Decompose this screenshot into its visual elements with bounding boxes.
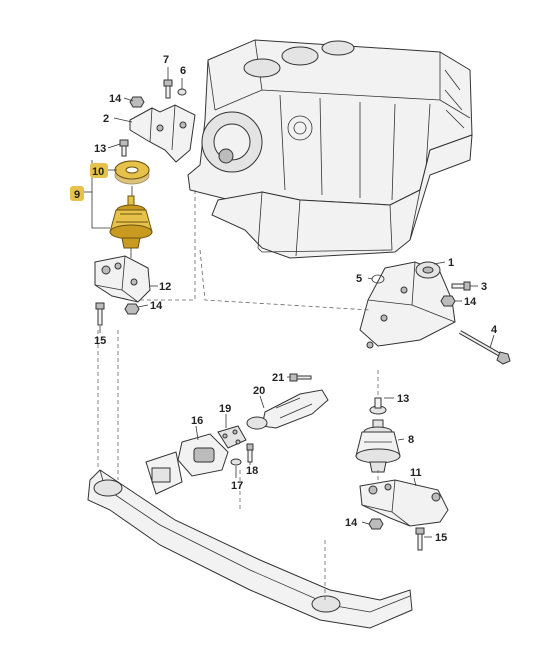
callout-17: 17 xyxy=(231,480,243,492)
callout-6: 6 xyxy=(180,65,186,77)
callout-16: 16 xyxy=(191,415,203,427)
part-4-long-bolt xyxy=(459,330,511,365)
part-9-engine-mount xyxy=(109,195,153,249)
callout-21: 21 xyxy=(272,372,284,384)
callout-labels: 7 6 14 2 13 10 9 12 14 15 1 5 3 14 4 13 … xyxy=(74,54,498,544)
part-1-bracket xyxy=(359,261,456,349)
part-13-bolt xyxy=(119,139,129,157)
part-2-bracket xyxy=(129,104,196,163)
callout-15: 15 xyxy=(94,335,106,347)
callout-4: 4 xyxy=(491,324,498,336)
callout-2: 2 xyxy=(103,113,109,125)
part-7-bolt xyxy=(163,67,173,99)
part-17-washer xyxy=(230,458,242,466)
callout-8: 8 xyxy=(408,434,414,446)
part-11-bracket xyxy=(359,479,449,527)
part-10-stop-washer xyxy=(114,160,150,185)
callout-9-highlight xyxy=(70,186,84,201)
callout-12: 12 xyxy=(159,281,171,293)
part-14-nut xyxy=(368,518,384,530)
callout-19: 19 xyxy=(219,403,231,415)
callout-10-highlight xyxy=(90,163,108,178)
callout-13: 13 xyxy=(94,143,106,155)
callout-3: 3 xyxy=(481,281,487,293)
part-13-washer xyxy=(369,397,387,415)
callout-14: 14 xyxy=(109,93,122,105)
callout-20: 20 xyxy=(253,385,265,397)
part-16-bracket xyxy=(177,433,229,477)
callout-5: 5 xyxy=(356,273,362,285)
assembly-guide-lines xyxy=(97,190,379,600)
part-15-bolt xyxy=(415,527,425,551)
part-20-torque-rod xyxy=(246,389,329,430)
callout-9: 9 xyxy=(74,189,80,201)
part-12-bracket xyxy=(94,255,151,303)
engine-block xyxy=(187,39,473,259)
part-3-bolt xyxy=(451,281,471,291)
callout-1: 1 xyxy=(448,257,454,269)
callout-14: 14 xyxy=(345,517,358,529)
callout-11: 11 xyxy=(410,467,422,479)
part-15-bolt xyxy=(95,302,105,326)
subframe xyxy=(87,451,413,629)
callout-15: 15 xyxy=(435,532,447,544)
callout-7: 7 xyxy=(163,54,169,66)
part-14-nut xyxy=(440,295,456,307)
part-19-bushing xyxy=(217,425,247,449)
part-14-nut xyxy=(129,96,145,108)
leader-lines xyxy=(80,97,495,538)
callout-13: 13 xyxy=(397,393,409,405)
callout-14: 14 xyxy=(464,296,477,308)
part-18-bolt xyxy=(246,443,254,463)
part-6-washer xyxy=(177,78,187,96)
part-8-engine-mount xyxy=(355,419,401,473)
callout-14: 14 xyxy=(150,300,163,312)
part-21-bolt xyxy=(289,373,312,382)
part-14-nut xyxy=(124,303,140,315)
callout-10: 10 xyxy=(92,166,104,178)
callout-18: 18 xyxy=(246,465,258,477)
